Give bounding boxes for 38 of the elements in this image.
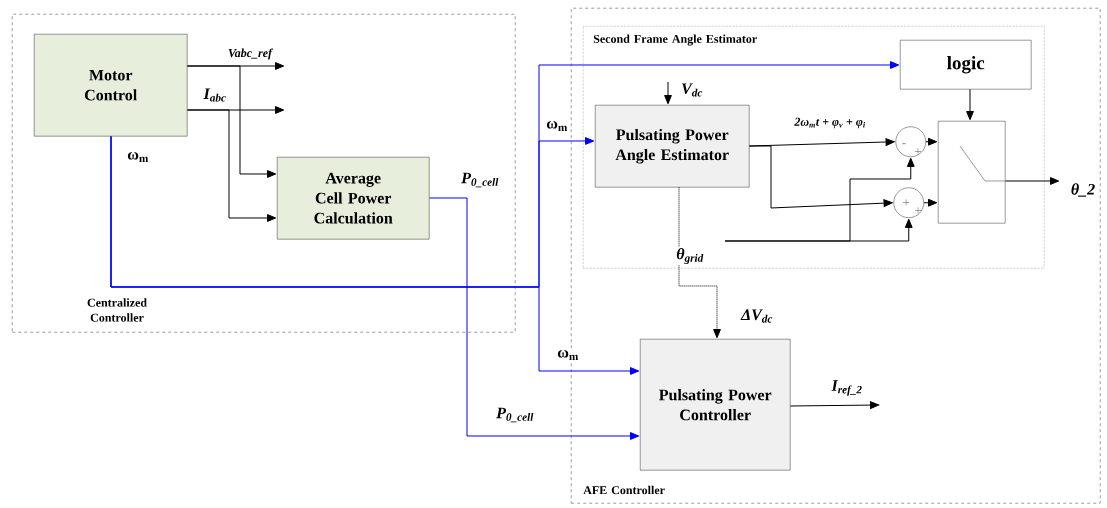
arrow (186, 65, 277, 178)
arrow (789, 401, 880, 409)
process-box: Motor Control (34, 34, 188, 137)
arrow (748, 145, 893, 209)
arrow (966, 88, 974, 121)
arrow (925, 137, 938, 146)
signal-label: I$_{abc}$ (202, 87, 228, 103)
signal-label: θ$_{grid}$ (675, 246, 705, 266)
process-box: Average Cell Power Calculation (277, 157, 430, 240)
signal-label: ΔV$_{dc}$ (740, 308, 774, 324)
summing-junction (893, 187, 924, 218)
summing-junction (895, 126, 926, 157)
arrow (724, 218, 913, 242)
signal-label: ω$_{m}$ (127, 151, 149, 163)
process-box: logic (900, 40, 1032, 90)
arrow (110, 135, 640, 375)
arrow (923, 198, 938, 207)
arrow (428, 197, 640, 440)
signal-label: P$_{0_cell}$ (495, 406, 535, 424)
sign-label: + (915, 207, 922, 214)
sign-label: + (903, 199, 910, 206)
signal-label: Vabc_ref (227, 47, 273, 61)
arrow (678, 186, 721, 339)
signal-label: 2ω$_{m}$t + φ$_{v}$ + φ$_{i}$ (793, 116, 867, 130)
signal-label: P$_{0_cell}$ (461, 172, 499, 188)
sign-label: + (915, 148, 922, 155)
process-box: Pulsating Power Angle Estimator (595, 105, 750, 188)
arrow (186, 109, 277, 222)
signal-label: V$_{dc}$ (680, 82, 704, 98)
arrow (1004, 177, 1060, 185)
signal-label: θ_2 (1069, 182, 1097, 198)
signal-label: ω$_{m}$ (556, 348, 580, 362)
switch-box (938, 121, 1006, 224)
sign-label: - (902, 143, 906, 145)
process-box: Pulsating Power Controller (640, 339, 791, 471)
signal-label: ω$_{m}$ (545, 119, 569, 133)
signal-label: I$_{ref_2}$ (830, 379, 864, 397)
arrow (664, 81, 672, 105)
